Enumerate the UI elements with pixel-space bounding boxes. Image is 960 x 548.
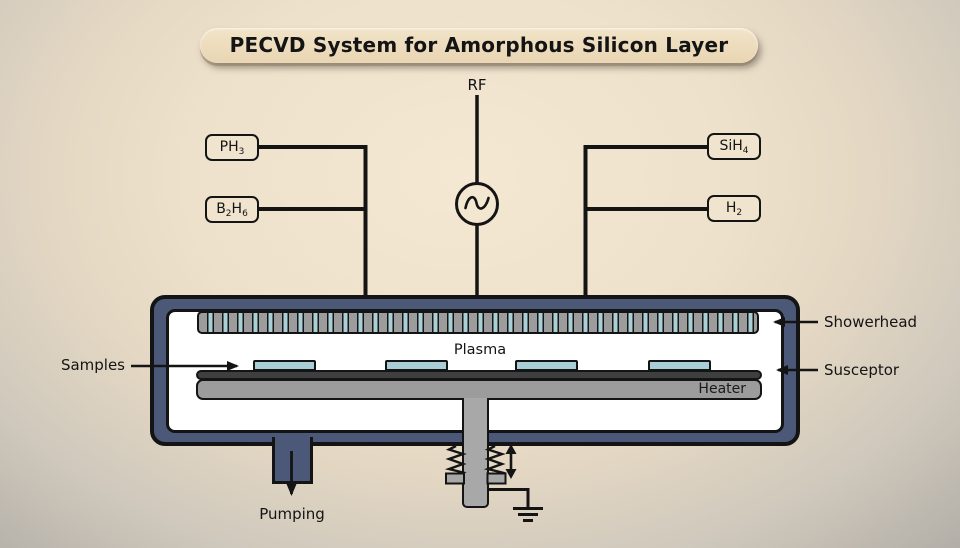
- rf-source-icon: [455, 182, 499, 226]
- gas-formula-ph3: PH3: [219, 139, 245, 157]
- gas-formula-h2: H2: [725, 200, 743, 218]
- gas-box-b2h6: B2H6: [205, 196, 259, 223]
- gas-formula-sih4: SiH4: [719, 138, 749, 156]
- title-banner: PECVD System for Amorphous Silicon Layer: [200, 28, 758, 63]
- vertical-motion-arrow-icon: [505, 444, 517, 479]
- gas-formula-b2h6: B2H6: [216, 201, 248, 219]
- plasma-label: Plasma: [453, 342, 507, 358]
- sample-wafer-3: [515, 360, 578, 371]
- gas-line-right: [583, 145, 709, 297]
- flange-right: [486, 472, 507, 485]
- sample-wafer-1: [253, 360, 316, 371]
- ground-icon: [489, 488, 543, 522]
- susceptor-label: Susceptor: [824, 361, 900, 379]
- gas-box-h2: H2: [707, 195, 761, 222]
- gas-line-left: [257, 145, 368, 297]
- gas-box-sih4: SiH4: [707, 133, 761, 160]
- sample-wafer-2: [385, 360, 448, 371]
- samples-label: Samples: [60, 356, 125, 374]
- showerhead-label: Showerhead: [824, 313, 918, 331]
- showerhead-bar: [197, 311, 759, 334]
- heater-label: Heater: [698, 381, 746, 397]
- pumping-port: [272, 437, 313, 484]
- spring-left-icon: [444, 444, 467, 477]
- pumping-label: Pumping: [259, 505, 325, 523]
- gas-box-ph3: PH3: [205, 134, 259, 161]
- sample-wafer-4: [648, 360, 711, 371]
- spring-right-icon: [483, 444, 506, 477]
- rf-label: RF: [467, 76, 487, 94]
- page-title: PECVD System for Amorphous Silicon Layer: [229, 33, 729, 57]
- heater-bar: Heater: [196, 379, 762, 400]
- pedestal-stem: [462, 398, 489, 508]
